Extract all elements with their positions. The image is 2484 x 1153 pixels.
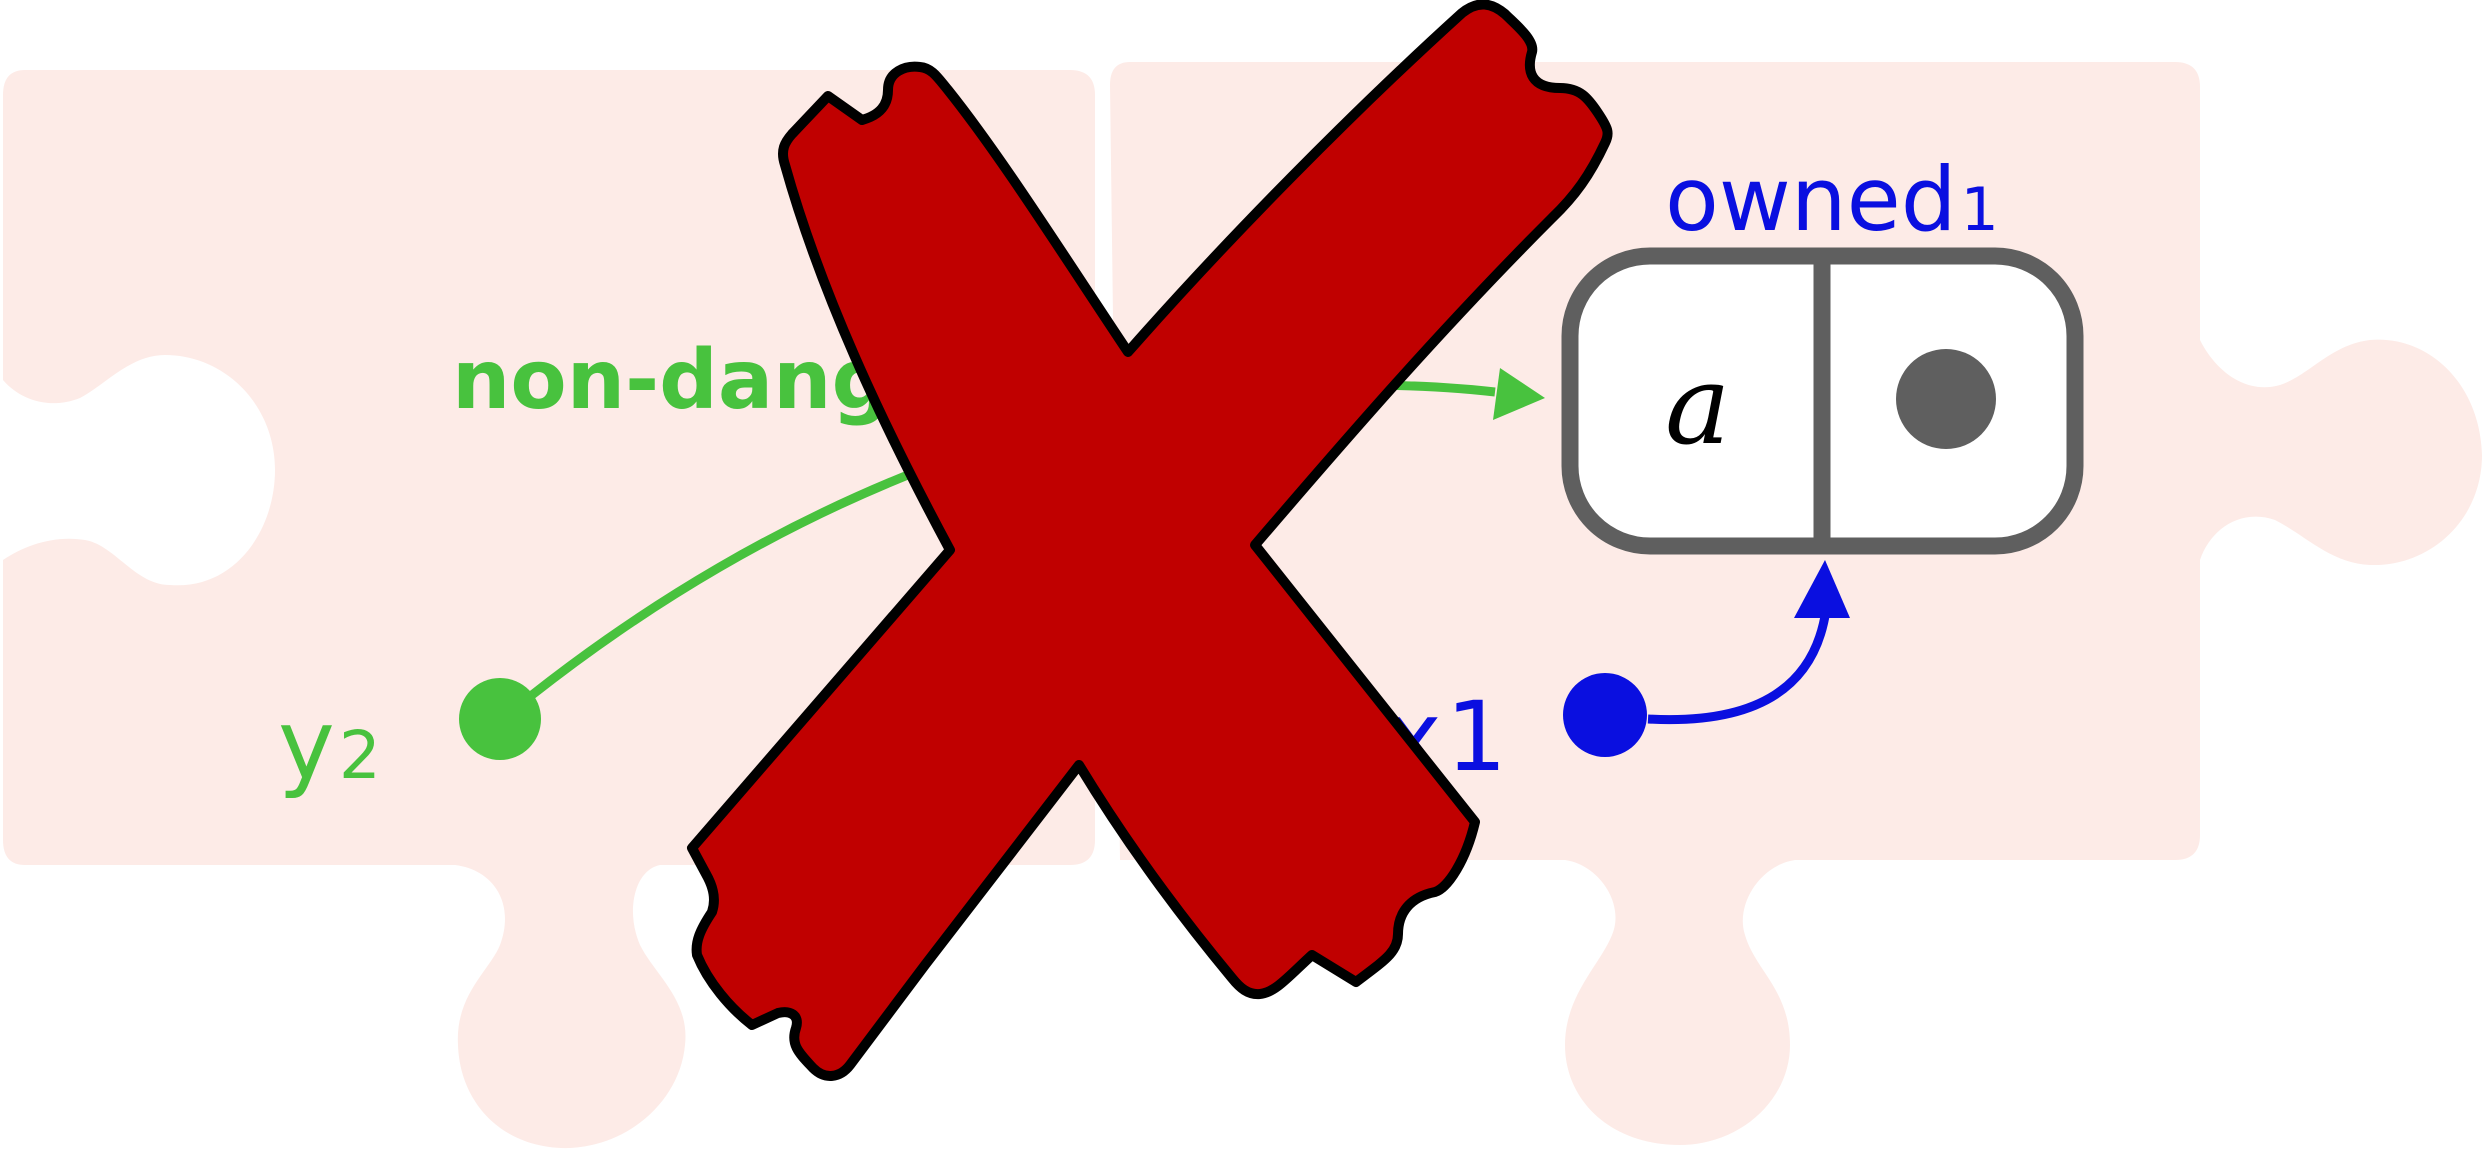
blue-reference-edge [1647, 609, 1831, 725]
y2-node [459, 678, 541, 760]
left-puzzle-piece [3, 70, 1095, 1149]
dot-icon [1896, 349, 1996, 449]
x1-node [1563, 673, 1647, 757]
edge-label-non-dang: non-dang [452, 333, 890, 428]
red-cross-icon [687, 0, 1613, 1081]
right-puzzle-piece [1110, 62, 2482, 1145]
y2-label: y2 [278, 689, 381, 801]
owned-box-label: owned1 [1665, 148, 1999, 251]
owned-cell-a: a [1665, 341, 1731, 469]
green-arrowhead [1493, 368, 1545, 420]
blue-arrowhead [1794, 560, 1850, 618]
green-reference-edge [529, 450, 962, 699]
